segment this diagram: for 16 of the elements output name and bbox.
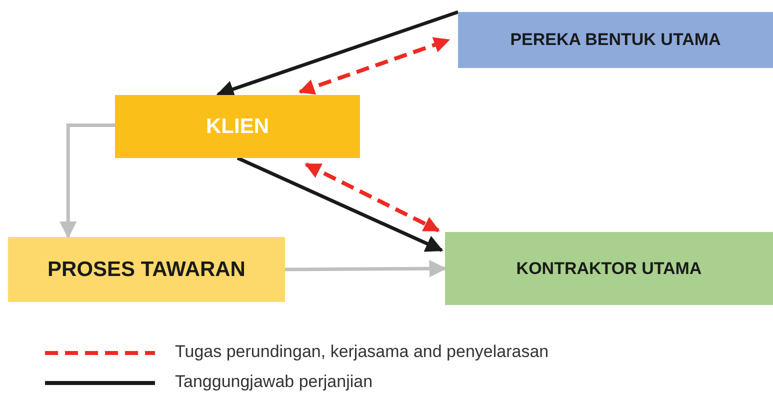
- arrow: [304, 162, 440, 232]
- arrow: [216, 10, 459, 98]
- process-box: [8, 237, 285, 302]
- legend-label: Tanggungjawab perjanjian: [175, 372, 373, 392]
- arrow: [298, 37, 450, 95]
- process-box: [458, 12, 773, 68]
- box-label: KONTRAKTOR UTAMA: [516, 258, 702, 278]
- box-label: PROSES TAWARAN: [48, 258, 246, 282]
- arrow: [236, 156, 444, 252]
- arrow: [284, 260, 447, 278]
- box-label: KLIEN: [206, 114, 269, 138]
- arrow: [59, 124, 115, 239]
- process-box: [115, 95, 360, 158]
- box-label: PEREKA BENTUK UTAMA: [510, 30, 721, 50]
- legend-label: Tugas perundingan, kerjasama and penyelarasan: [175, 342, 549, 362]
- process-box: [445, 232, 773, 305]
